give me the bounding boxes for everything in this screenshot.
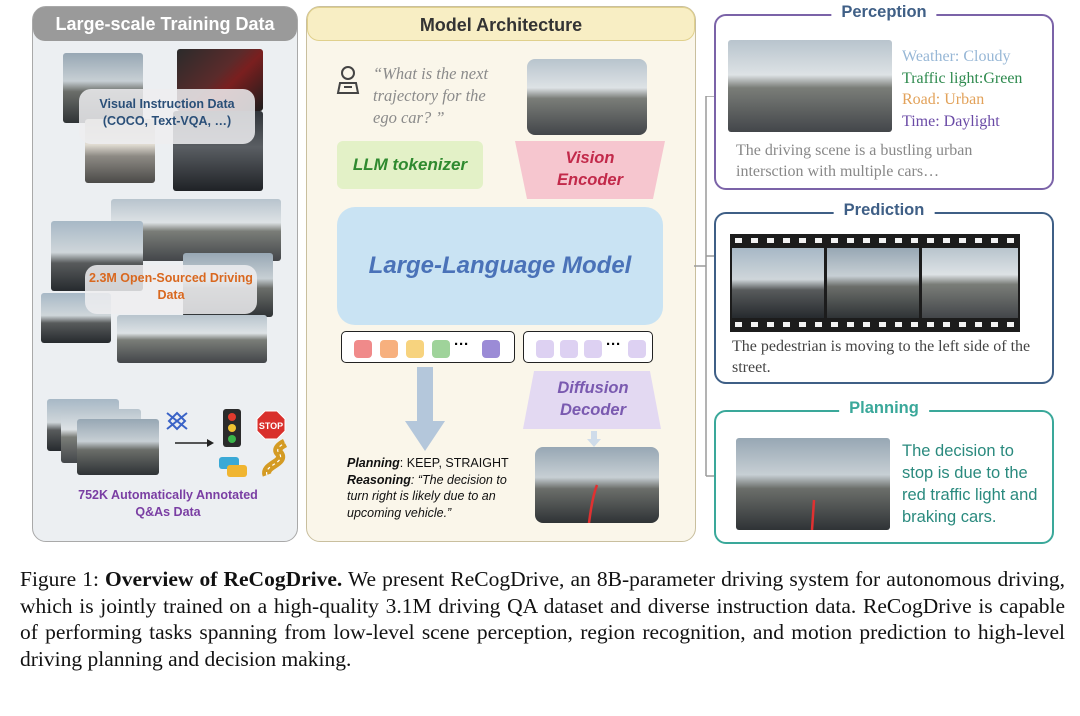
training-data-panel: Large-scale Training Data Visual Instruc… bbox=[32, 6, 298, 542]
qa-icons: STOP bbox=[166, 409, 288, 477]
token bbox=[482, 340, 500, 358]
road-attribute: Road: Urban bbox=[902, 91, 985, 108]
token bbox=[432, 340, 450, 358]
vision-encoder-label: Vision Encoder bbox=[556, 149, 624, 189]
text-token-row: ··· bbox=[341, 331, 515, 363]
token-ellipsis: ··· bbox=[454, 336, 469, 353]
caption-title: Overview of ReCogDrive. bbox=[105, 567, 343, 591]
prediction-description: The pedestrian is moving to the left sid… bbox=[732, 338, 1031, 376]
stop-sign-icon: STOP bbox=[256, 410, 286, 440]
output-text-block: Planning: KEEP, STRAIGHT Reasoning: “The… bbox=[347, 455, 531, 521]
road-icon bbox=[262, 438, 288, 477]
reasoning-value: : “The decision to turn right is likely … bbox=[347, 472, 507, 520]
caption-prefix: Figure 1: bbox=[20, 567, 106, 591]
caption-body: We present ReCogDrive, an 8B-parameter d… bbox=[20, 567, 1065, 671]
planning-value: : KEEP, STRAIGHT bbox=[399, 456, 509, 470]
planning-title: Planning bbox=[839, 399, 929, 418]
action-token-row: ··· bbox=[523, 331, 653, 363]
token bbox=[354, 340, 372, 358]
prediction-box: Prediction The pedestrian is moving to t… bbox=[714, 201, 1054, 384]
perception-box: Perception Weather: Cloudy Traffic light… bbox=[714, 3, 1054, 190]
perception-attributes: Weather: Cloudy Traffic light:Green Road… bbox=[902, 46, 1022, 132]
planning-box: Planning The decision to stop is due to … bbox=[714, 399, 1054, 544]
trajectory-path bbox=[587, 484, 599, 523]
token bbox=[406, 340, 424, 358]
vision-encoder-shape bbox=[515, 141, 665, 199]
token-ellipsis: ··· bbox=[606, 336, 621, 353]
input-camera-image bbox=[527, 59, 647, 135]
model-architecture-header: Model Architecture bbox=[307, 7, 695, 41]
cars-icon bbox=[219, 457, 247, 477]
diffusion-decoder-label: Diffusion Decoder bbox=[557, 379, 629, 419]
connector-bracket bbox=[694, 96, 716, 477]
training-data-header: Large-scale Training Data bbox=[33, 7, 297, 41]
large-language-model-box: Large-Language Model bbox=[337, 207, 663, 325]
film-holes-bottom bbox=[730, 320, 1020, 330]
user-icon bbox=[336, 66, 360, 94]
weather-attribute: Weather: Cloudy bbox=[902, 48, 1011, 65]
driving-image-5 bbox=[117, 315, 267, 363]
traffic-light-icon bbox=[223, 409, 241, 447]
perception-image bbox=[728, 40, 892, 132]
prediction-frame-3 bbox=[922, 248, 1018, 318]
llm-tokenizer-box: LLM tokenizer bbox=[337, 141, 483, 189]
planning-output: Planning: KEEP, STRAIGHT bbox=[347, 455, 531, 472]
small-down-arrow-icon bbox=[587, 431, 601, 447]
diffusion-decoder-shape bbox=[523, 371, 661, 429]
prediction-title: Prediction bbox=[833, 201, 935, 220]
visual-instruction-label: Visual Instruction Data (COCO, Text-VQA,… bbox=[79, 89, 255, 144]
planning-trajectory bbox=[810, 499, 816, 530]
perception-description: The driving scene is a bustling urban in… bbox=[736, 142, 973, 180]
token bbox=[380, 340, 398, 358]
model-architecture-panel: Model Architecture “What is the next tra… bbox=[306, 6, 696, 542]
planning-label: Planning bbox=[347, 456, 400, 470]
planning-description: The decision to stop is due to the red t… bbox=[902, 442, 1038, 526]
prediction-frame-1 bbox=[732, 248, 824, 318]
question-text: “What is the next trajectory for the ego… bbox=[373, 64, 489, 127]
time-attribute: Time: Daylight bbox=[902, 112, 1000, 130]
figure-caption: Figure 1: Overview of ReCogDrive. We pre… bbox=[20, 566, 1065, 672]
arrow-icon bbox=[175, 439, 214, 447]
token bbox=[584, 340, 602, 358]
qa-image-3 bbox=[77, 419, 159, 475]
down-arrow-icon bbox=[405, 367, 445, 451]
open-sourced-label: 2.3M Open-Sourced Driving Data bbox=[85, 265, 257, 314]
stop-sign-text: STOP bbox=[259, 421, 283, 431]
film-holes-top bbox=[730, 236, 1020, 246]
reasoning-output: Reasoning: “The decision to turn right i… bbox=[347, 472, 531, 522]
planning-image bbox=[736, 438, 890, 530]
token bbox=[536, 340, 554, 358]
token bbox=[560, 340, 578, 358]
prediction-frame-2 bbox=[827, 248, 919, 318]
ai-sparkle-icon bbox=[166, 411, 188, 431]
token bbox=[628, 340, 646, 358]
traffic-light-attribute: Traffic light:Green bbox=[902, 69, 1023, 87]
trajectory-output-image bbox=[535, 447, 659, 523]
reasoning-label: Reasoning bbox=[347, 472, 411, 487]
qa-data-label: 752K Automatically Annotated Q&As Data bbox=[78, 488, 258, 519]
perception-title: Perception bbox=[831, 3, 937, 22]
film-strip bbox=[730, 234, 1020, 332]
